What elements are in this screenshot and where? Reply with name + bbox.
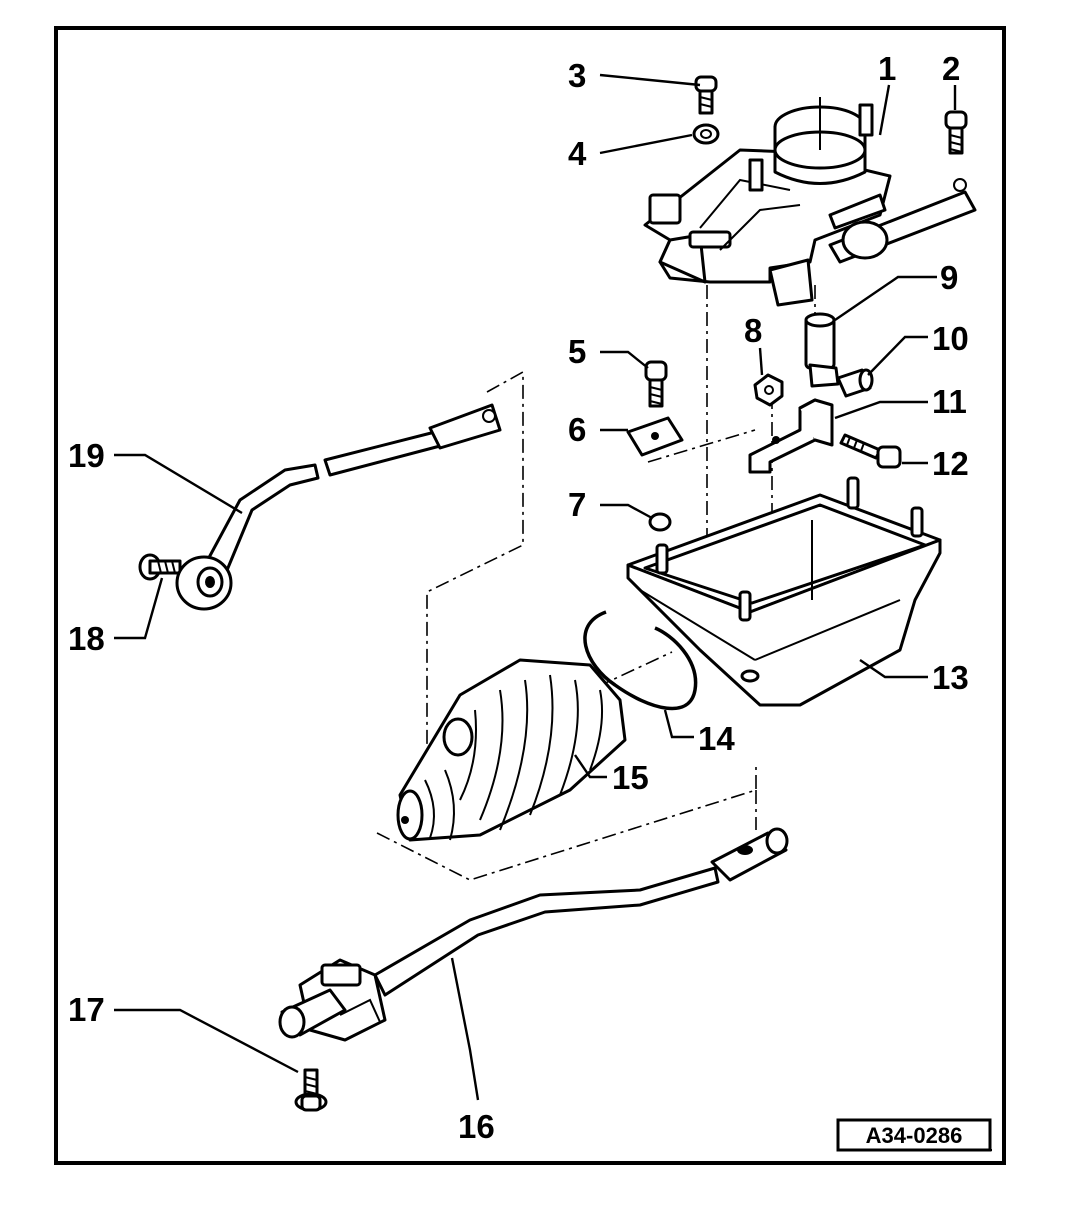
- bolt-part-3: [694, 75, 718, 115]
- callout-5: 5: [568, 333, 586, 370]
- callout-17: 17: [68, 991, 105, 1028]
- selector-rod-part-19: [175, 403, 502, 611]
- pin-part-9: [804, 312, 840, 388]
- bolt-part-5: [644, 360, 668, 408]
- callout-6: 6: [568, 411, 586, 448]
- callout-8: 8: [744, 312, 762, 349]
- callout-13: 13: [932, 659, 969, 696]
- tray-part-13: [626, 476, 942, 707]
- washer-part-4: [692, 123, 720, 145]
- callout-2: 2: [942, 50, 960, 87]
- callout-7: 7: [568, 486, 586, 523]
- callout-12: 12: [932, 445, 969, 482]
- nut-part-7: [648, 512, 672, 532]
- clamp-plate-part-6: [626, 416, 684, 457]
- shift-rod-part-16: [278, 827, 789, 1042]
- bushing-part-10: [836, 368, 874, 398]
- callout-labels: 1 2 3 4 5 6 7 8 9 10 11 12 13 14 15 16 1…: [68, 50, 969, 1145]
- callout-1: 1: [878, 50, 896, 87]
- ring-part-14: [583, 610, 698, 711]
- boot-part-15: [396, 658, 627, 842]
- callout-3: 3: [568, 57, 586, 94]
- callout-18: 18: [68, 620, 105, 657]
- callout-11: 11: [932, 383, 967, 420]
- bolt-part-18: [138, 553, 182, 581]
- bolt-part-2: [944, 110, 968, 155]
- nut-part-8: [753, 373, 784, 407]
- callout-9: 9: [940, 259, 958, 296]
- callout-14: 14: [698, 720, 735, 757]
- reference-code: A34-0286: [866, 1123, 963, 1148]
- callout-10: 10: [932, 320, 969, 357]
- bolt-part-17: [294, 1068, 328, 1112]
- bracket-part-11: [748, 398, 834, 474]
- diagram-frame: [54, 26, 1006, 1165]
- reference-code-box: A34-0286: [836, 1118, 992, 1152]
- bolt-part-12: [839, 433, 902, 469]
- callout-15: 15: [612, 759, 649, 796]
- shift-housing-part-1: [643, 97, 977, 307]
- callout-19: 19: [68, 437, 105, 474]
- leader-lines: [114, 73, 957, 1101]
- callout-16: 16: [458, 1108, 495, 1145]
- callout-4: 4: [568, 135, 587, 172]
